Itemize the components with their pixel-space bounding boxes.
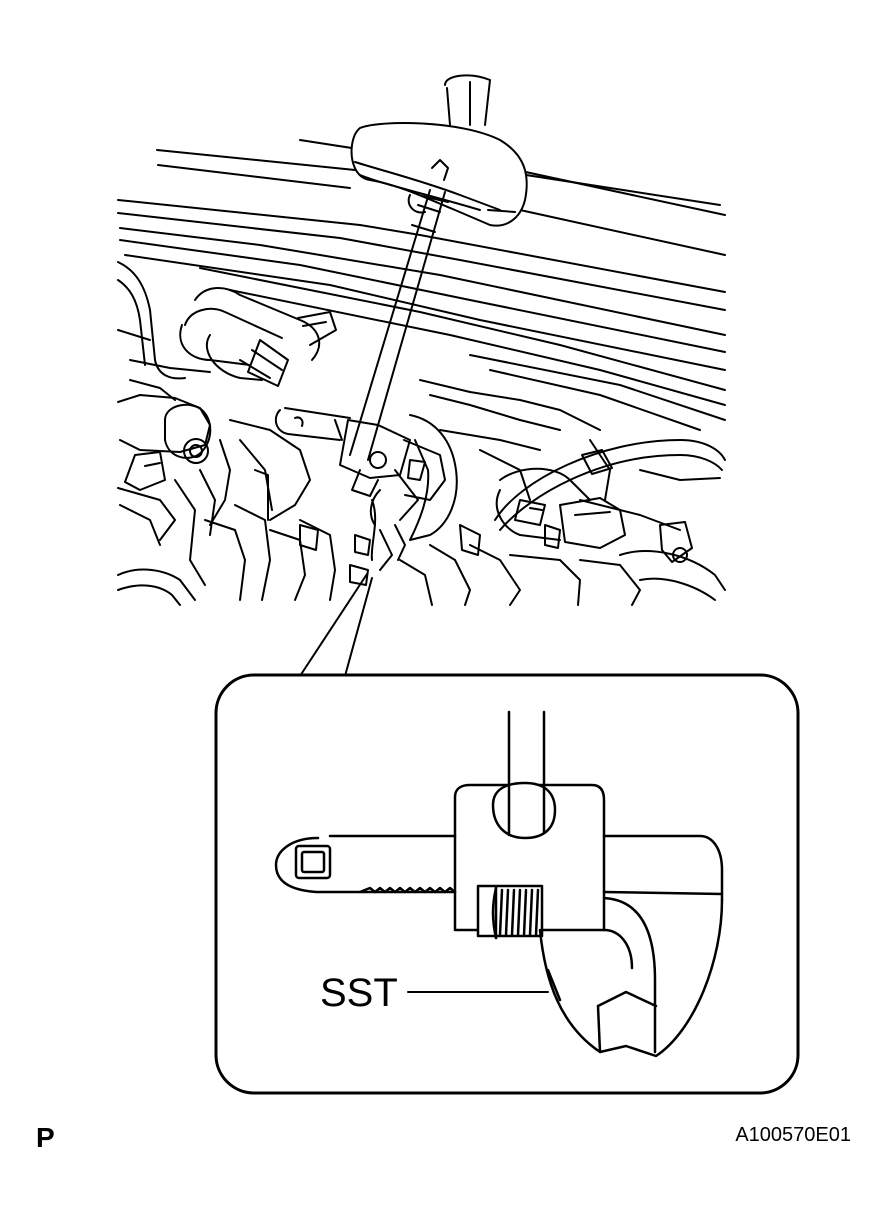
figure-code: A100570E01 xyxy=(735,1124,851,1146)
engine-bay xyxy=(117,139,726,606)
sst-label: SST xyxy=(320,971,398,1015)
view-letter: P xyxy=(36,1122,55,1153)
callout-leader-left xyxy=(299,573,368,677)
detail-wrench xyxy=(274,710,724,1058)
torque-wrench xyxy=(274,74,528,571)
callout-leader-right xyxy=(344,577,373,677)
